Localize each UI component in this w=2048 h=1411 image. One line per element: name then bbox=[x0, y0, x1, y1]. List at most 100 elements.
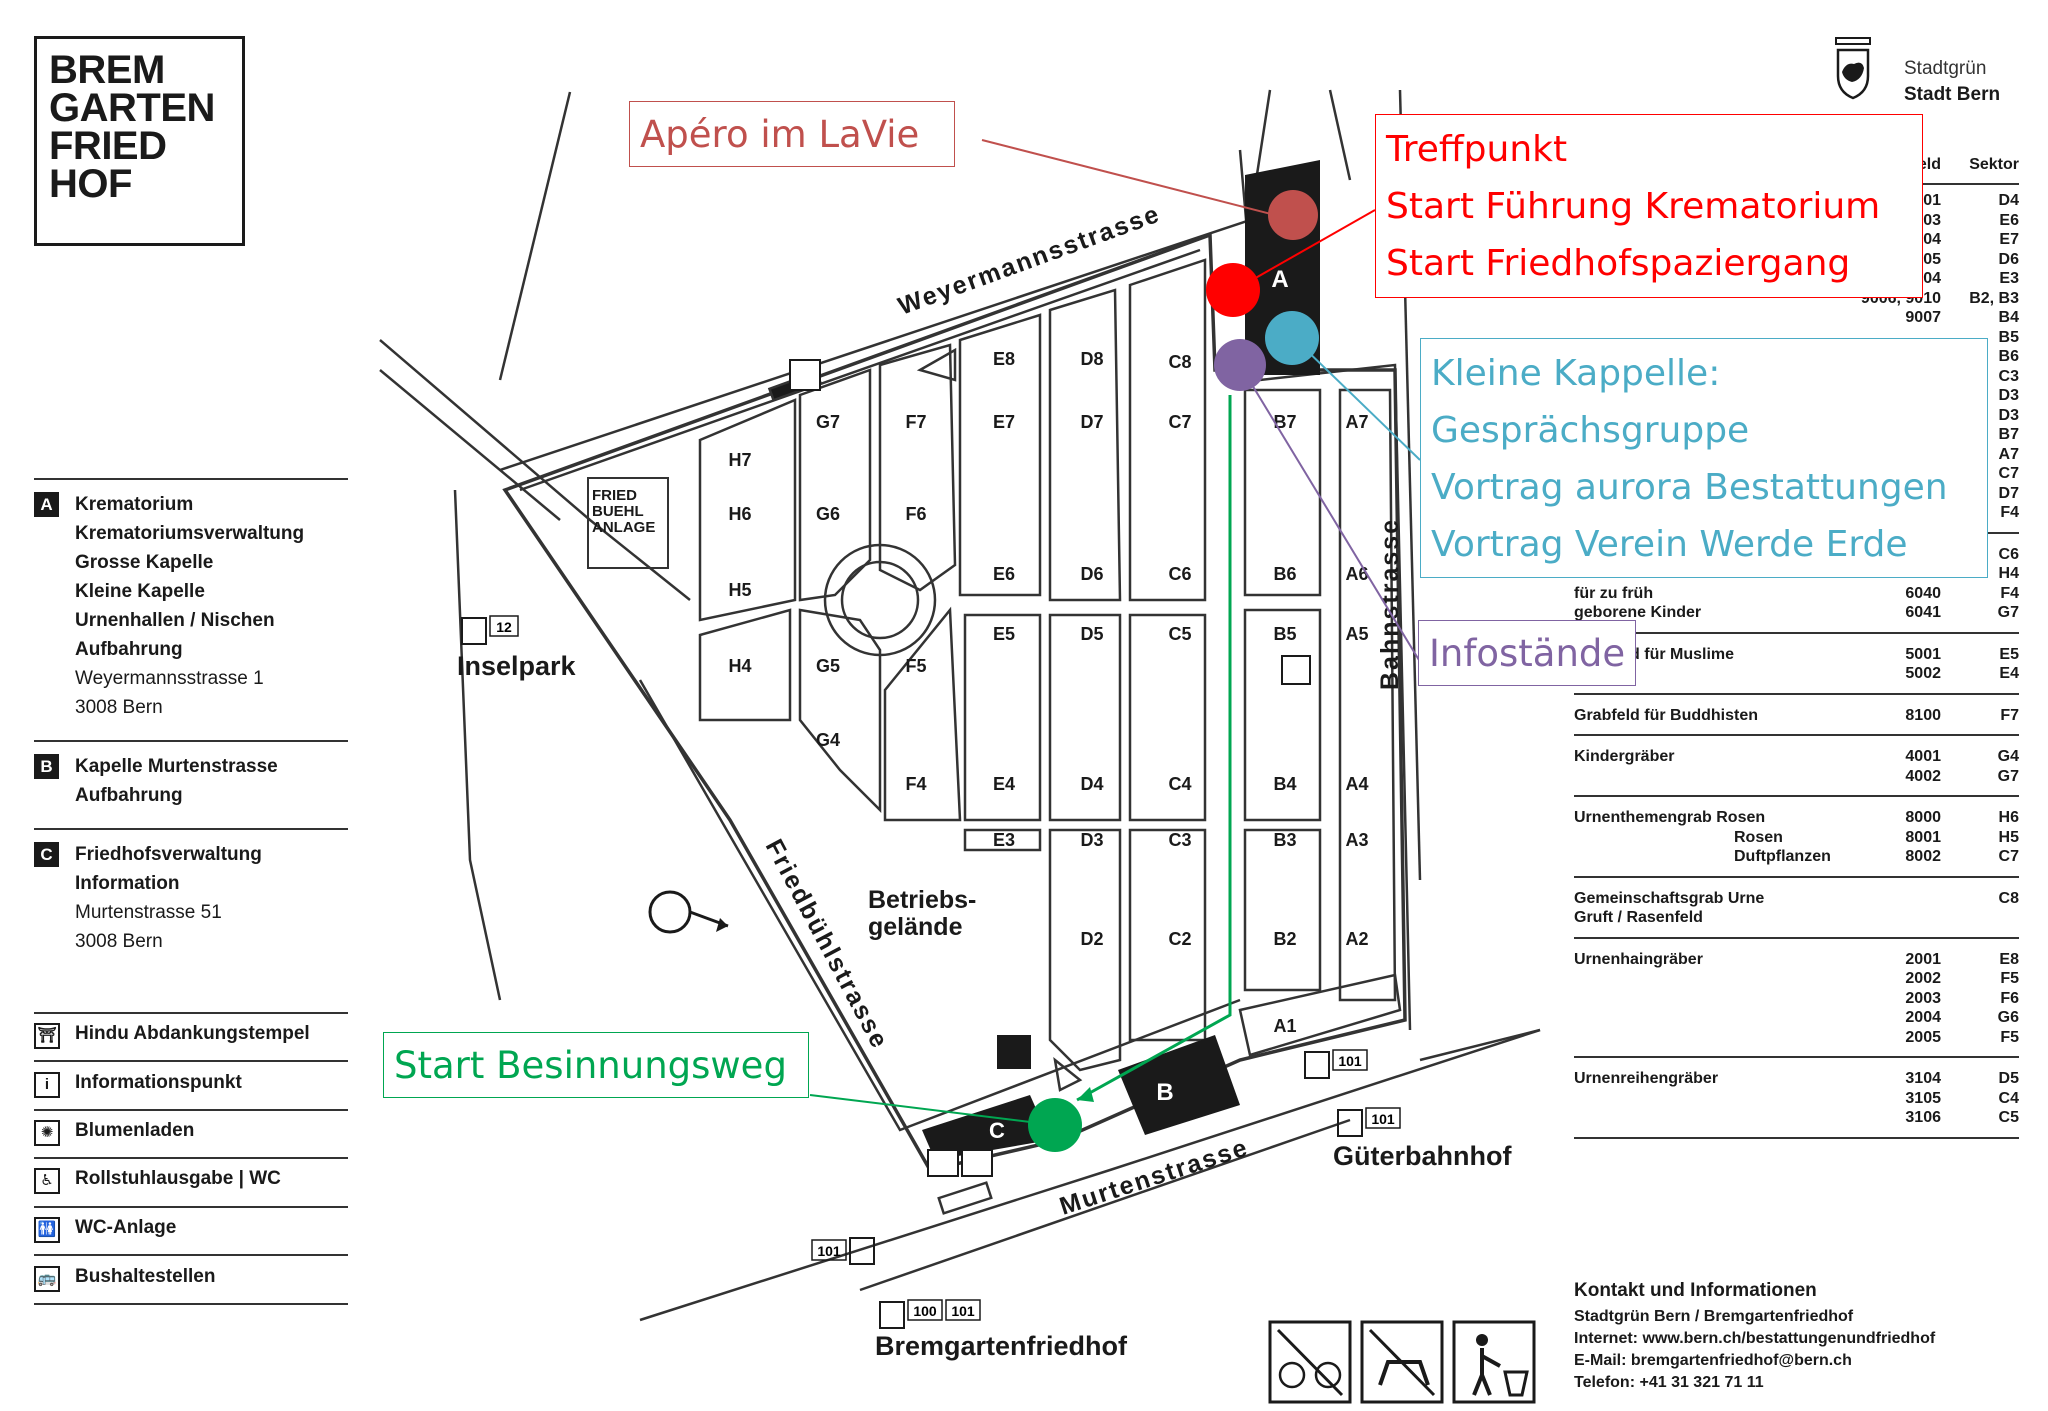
street-bahnstrasse: Bahnstrasse bbox=[1376, 518, 1404, 690]
table-cell-name: geborene Kinder bbox=[1574, 604, 1702, 621]
sector-label: B4 bbox=[1273, 774, 1296, 794]
table-cell-feld: 8002 bbox=[1905, 848, 1941, 865]
table-cell-sektor: G7 bbox=[1997, 767, 2019, 785]
table-cell-sektor: F5 bbox=[2000, 1028, 2019, 1046]
sector-label: D8 bbox=[1080, 349, 1103, 369]
symbol-row: ✺ Blumenladen bbox=[34, 1119, 354, 1153]
legend-a: A Krematorium Krematoriumsverwaltung Gro… bbox=[34, 490, 354, 720]
callout-treffpunkt[interactable]: Treffpunkt Start Führung Krematorium Sta… bbox=[1375, 114, 1923, 298]
building-c bbox=[922, 1095, 1050, 1160]
table-row: 2003 F6 bbox=[1574, 990, 2019, 1010]
sector-label: F6 bbox=[905, 504, 926, 524]
marker-treffpunkt[interactable] bbox=[1206, 263, 1260, 317]
table-cell-sektor: F4 bbox=[2000, 504, 2019, 521]
callout-text: Vortrag Verein Werde Erde bbox=[1431, 524, 1908, 565]
wc-icon bbox=[789, 359, 821, 391]
sector-block bbox=[798, 608, 882, 814]
sector-label: E6 bbox=[993, 564, 1015, 584]
symbol-divider bbox=[34, 1109, 348, 1111]
table-cell-feld: 8000 bbox=[1905, 809, 1941, 826]
bremgartenfriedhof-logo: BREM GARTEN FRIED HOF bbox=[34, 36, 245, 246]
table-divider bbox=[1574, 795, 2019, 797]
table-cell-sektor: F4 bbox=[2000, 584, 2019, 602]
legend-key-c: C bbox=[34, 842, 59, 867]
place-betriebsgelaende: Betriebs- bbox=[868, 886, 976, 914]
no-dogs-icon bbox=[1360, 1320, 1444, 1404]
contact-title: Kontakt und Informationen bbox=[1574, 1280, 1817, 1301]
bin-shape bbox=[1503, 1370, 1529, 1397]
place-gueterbahnhof: Güterbahnhof bbox=[1333, 1141, 1512, 1171]
table-cell-sektor: B6 bbox=[1998, 348, 2019, 365]
legend-key-a: A bbox=[34, 492, 59, 517]
bus-icon bbox=[1304, 1051, 1330, 1079]
table-cell-feld: 6040 bbox=[1905, 584, 1941, 602]
bus-number-box bbox=[489, 615, 519, 637]
table-row: B7 bbox=[1574, 426, 2019, 446]
table-row: D3 bbox=[1574, 407, 2019, 427]
table-cell-feld: 2003 bbox=[1905, 989, 1941, 1007]
street-edge bbox=[519, 248, 1201, 492]
callout-besinnungsweg[interactable]: Start Besinnungsweg bbox=[383, 1032, 809, 1098]
callout-infostaende[interactable]: Infostände bbox=[1418, 620, 1636, 686]
marker-besinnungsweg[interactable] bbox=[1028, 1098, 1082, 1152]
table-cell-name: Urnenhaingräber bbox=[1574, 950, 1703, 968]
callout-text: Vortrag aurora Bestattungen bbox=[1431, 467, 1948, 508]
street-marker bbox=[937, 1181, 993, 1215]
table-cell-sektor: F6 bbox=[2000, 989, 2019, 1007]
callout-kleine-kappelle[interactable]: Kleine Kappelle: Gesprächsgruppe Vortrag… bbox=[1420, 338, 1988, 578]
marker-infostaende[interactable] bbox=[1214, 339, 1266, 391]
sector-label: B2 bbox=[1273, 929, 1296, 949]
symbol-label: Bushaltestellen bbox=[75, 1266, 216, 1287]
callout-text: Treffpunkt bbox=[1386, 129, 1568, 170]
sector-label: G6 bbox=[816, 504, 840, 524]
friedbuehl-anlage-box bbox=[587, 477, 669, 569]
sector-label: D6 bbox=[1080, 564, 1103, 584]
sector-block bbox=[916, 347, 957, 382]
sector-block bbox=[1048, 613, 1122, 822]
table-cell-feld: 5002 bbox=[1905, 665, 1941, 682]
legend-c: C Friedhofsverwaltung Information Murten… bbox=[34, 840, 354, 960]
sector-label: B3 bbox=[1273, 830, 1296, 850]
marker-kleine-kappelle[interactable] bbox=[1265, 311, 1319, 365]
symbol-label: Hindu Abdankungstempel bbox=[75, 1023, 310, 1044]
legend-divider bbox=[34, 740, 348, 742]
bus-icon bbox=[1337, 1109, 1363, 1137]
legend-text: Kleine Kapelle bbox=[75, 581, 205, 602]
sector-label: B7 bbox=[1273, 412, 1296, 432]
bern-subtitle: Stadtgrün bbox=[1904, 58, 1987, 79]
map-icons: 12 101 101 101 100 101 bbox=[461, 359, 1401, 1329]
table-cell-name: Kindergräber bbox=[1574, 748, 1675, 765]
street-edge bbox=[498, 91, 572, 381]
sector-block bbox=[1243, 828, 1322, 992]
contact-info: Kontakt und Informationen Stadtgrün Bern… bbox=[1574, 1280, 2019, 1394]
callout-apero[interactable]: Apéro im LaVie bbox=[629, 101, 955, 167]
prohibition-signs bbox=[1268, 1320, 1536, 1404]
bern-bear-icon bbox=[1835, 37, 1871, 100]
table-divider bbox=[1574, 692, 2019, 695]
sector-label: C6 bbox=[1168, 564, 1191, 584]
bicycle-wheel bbox=[1278, 1361, 1306, 1389]
table-cell-sektor: D3 bbox=[1998, 387, 2019, 404]
table-row: D7 bbox=[1574, 485, 2019, 505]
sector-label: D2 bbox=[1080, 929, 1103, 949]
table-cell-sektor: D6 bbox=[1998, 250, 2019, 268]
legend-text: Krematorium bbox=[75, 494, 194, 515]
callout-leader-apero bbox=[981, 139, 1276, 216]
table-cell-name: Duftpflanzen bbox=[1734, 848, 1831, 865]
sector-label: E5 bbox=[993, 624, 1015, 644]
bus-icon bbox=[461, 617, 487, 645]
compass-icon bbox=[648, 890, 692, 934]
wheelchair-icon: ♿ bbox=[34, 1168, 60, 1194]
symbol-label: WC-Anlage bbox=[75, 1217, 177, 1238]
sector-label: H4 bbox=[728, 656, 751, 676]
street-edge bbox=[379, 369, 561, 521]
marker-apero[interactable] bbox=[1268, 190, 1318, 240]
